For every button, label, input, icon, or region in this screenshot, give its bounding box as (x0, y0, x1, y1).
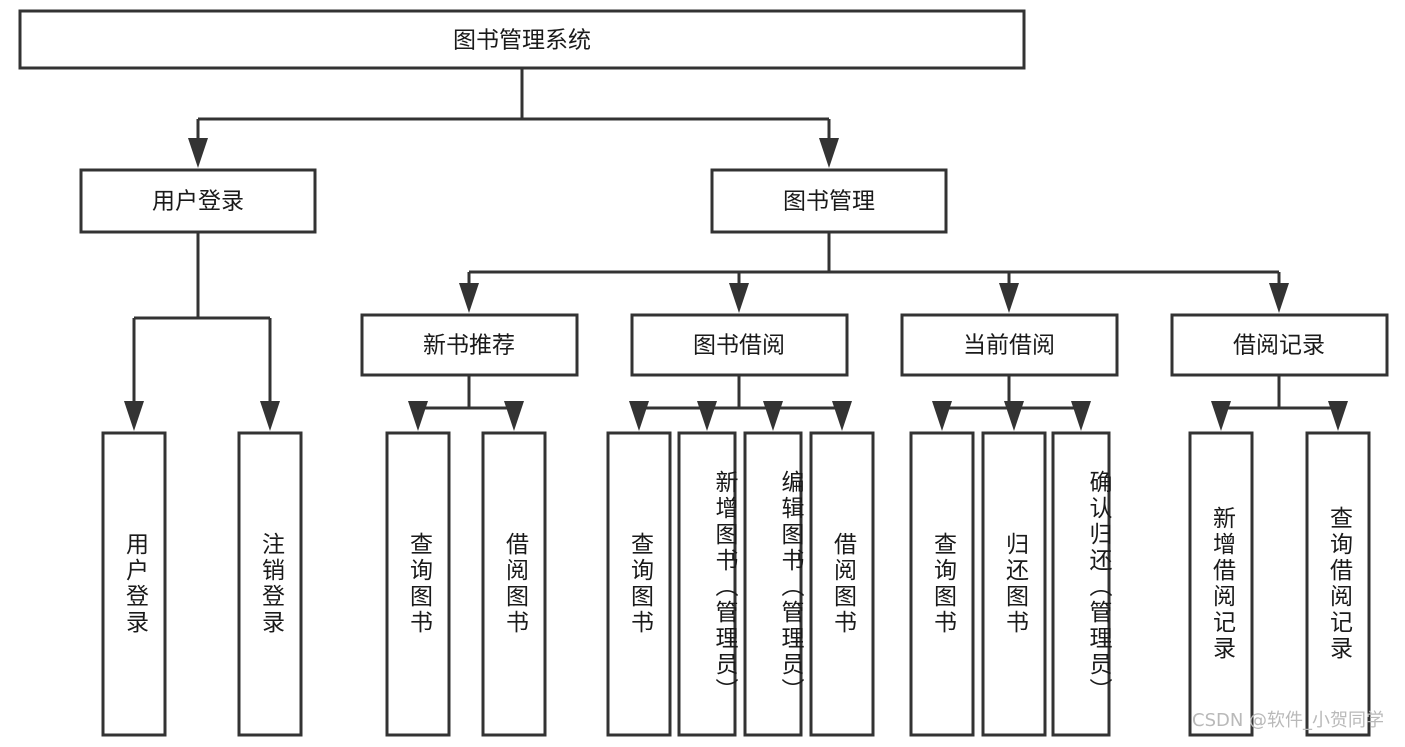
node-user-login[interactable]: 用户登录 (79, 168, 317, 234)
node-borrow-record[interactable]: 借阅记录 (1170, 313, 1389, 377)
connector-group-current-borrow-to-leaves (932, 375, 1091, 431)
node-box-leaf-borrow-book-br[interactable] (809, 431, 875, 737)
connector-group-book-borrow-to-leaves (629, 375, 852, 431)
node-box-leaf-return-book[interactable] (981, 431, 1047, 737)
node-box-leaf-confirm-return[interactable] (1051, 431, 1111, 737)
node-label-current-borrow: 当前借阅 (963, 333, 1055, 359)
node-label-book-manage: 图书管理 (783, 189, 875, 215)
arrow-head-leaf-query-book-cb (932, 401, 952, 431)
node-box-leaf-user-logout[interactable] (237, 431, 303, 737)
node-current-borrow[interactable]: 当前借阅 (900, 313, 1119, 377)
node-box-leaf-add-record[interactable] (1188, 431, 1254, 737)
node-box-leaf-borrow-book-rec[interactable] (481, 431, 547, 737)
node-root[interactable]: 图书管理系统 (18, 9, 1026, 70)
arrow-head-leaf-query-book-rec (408, 401, 428, 431)
node-box-leaf-user-login[interactable] (101, 431, 167, 737)
connector-group-new-book-rec-to-leaves (408, 375, 524, 431)
arrow-head-leaf-user-login (124, 401, 144, 431)
arrow-head-leaf-add-record (1211, 401, 1231, 431)
arrow-head-leaf-borrow-book-rec (504, 401, 524, 431)
arrow-head-leaf-confirm-return (1071, 401, 1091, 431)
node-box-user-login[interactable] (79, 168, 317, 234)
arrow-head-current-borrow (999, 283, 1019, 313)
node-box-leaf-edit-book[interactable] (743, 431, 803, 737)
connector-group-book-manage-to-level3 (459, 232, 1289, 313)
csdn-watermark: CSDN @软件_小贺同学 (1192, 710, 1385, 731)
leaf-box-group (101, 431, 1371, 737)
arrow-head-new-book-rec (459, 283, 479, 313)
connector-group-borrow-record-to-leaves (1211, 375, 1348, 431)
node-box-leaf-add-book[interactable] (677, 431, 737, 737)
node-label-book-borrow: 图书借阅 (693, 333, 785, 359)
arrow-head-user-login (188, 138, 208, 168)
node-box-book-manage[interactable] (710, 168, 948, 234)
node-box-leaf-query-book-cb[interactable] (909, 431, 975, 737)
arrow-head-leaf-borrow-book-br (832, 401, 852, 431)
node-label-root: 图书管理系统 (453, 28, 591, 54)
node-box-current-borrow[interactable] (900, 313, 1119, 377)
arrow-head-borrow-record (1269, 283, 1289, 313)
connector-group-root-to-level2 (188, 68, 839, 168)
node-label-user-login: 用户登录 (152, 189, 244, 215)
node-box-book-borrow[interactable] (630, 313, 849, 377)
connector-group-user-login-to-leaves (124, 232, 280, 431)
node-box-leaf-query-book-br[interactable] (606, 431, 672, 737)
node-label-borrow-record: 借阅记录 (1233, 333, 1325, 359)
node-box-leaf-query-book-rec[interactable] (385, 431, 451, 737)
node-box-root[interactable] (18, 9, 1026, 70)
arrow-head-book-borrow (729, 283, 749, 313)
node-new-book-rec[interactable]: 新书推荐 (360, 313, 579, 377)
arrow-head-book-manage (819, 138, 839, 168)
node-label-new-book-rec: 新书推荐 (423, 333, 515, 359)
arrow-head-leaf-user-logout (260, 401, 280, 431)
node-box-borrow-record[interactable] (1170, 313, 1389, 377)
arrow-head-leaf-query-book-br (629, 401, 649, 431)
node-book-borrow[interactable]: 图书借阅 (630, 313, 849, 377)
arrow-head-leaf-edit-book (763, 401, 783, 431)
arrow-head-leaf-return-book (1004, 401, 1024, 431)
arrow-head-leaf-query-record (1328, 401, 1348, 431)
node-box-leaf-query-record[interactable] (1305, 431, 1371, 737)
node-box-new-book-rec[interactable] (360, 313, 579, 377)
arrow-head-leaf-add-book (697, 401, 717, 431)
node-book-manage[interactable]: 图书管理 (710, 168, 948, 234)
